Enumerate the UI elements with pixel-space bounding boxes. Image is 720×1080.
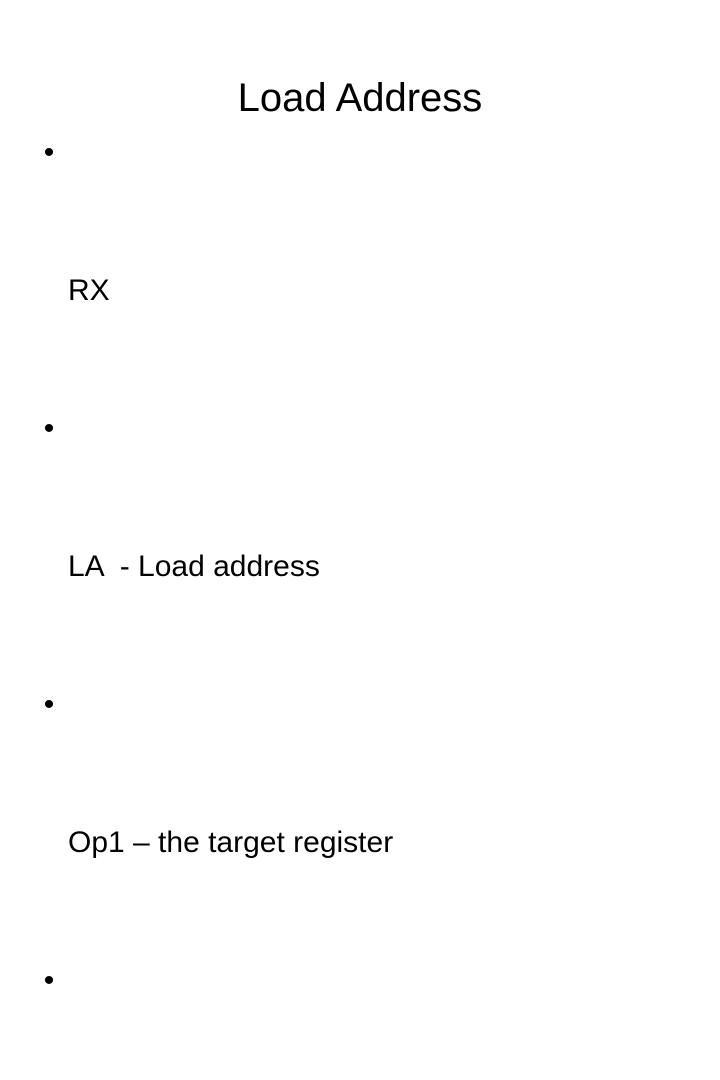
list-item: • Op2 – a fullword in memory. The addres…: [36, 958, 696, 1080]
bullet-list: • RX • LA - Load address • Op1 – the tar…: [36, 130, 696, 1080]
list-item: • Op1 – the target register: [36, 682, 696, 958]
list-item: • LA - Load address: [36, 406, 696, 682]
bullet-point-icon: •: [43, 964, 55, 997]
bullet-point-icon: •: [43, 688, 55, 721]
list-item-text: LA - Load address: [68, 550, 320, 583]
list-item-text: RX: [68, 274, 110, 307]
page-title: Load Address: [237, 75, 483, 120]
slide-canvas: Load Address • RX • LA - Load address • …: [43, 75, 483, 997]
bullet-point-icon: •: [43, 136, 55, 169]
list-item-text: Op1 – the target register: [68, 826, 394, 859]
bullet-point-icon: •: [43, 412, 55, 445]
list-item: • RX: [36, 130, 696, 406]
